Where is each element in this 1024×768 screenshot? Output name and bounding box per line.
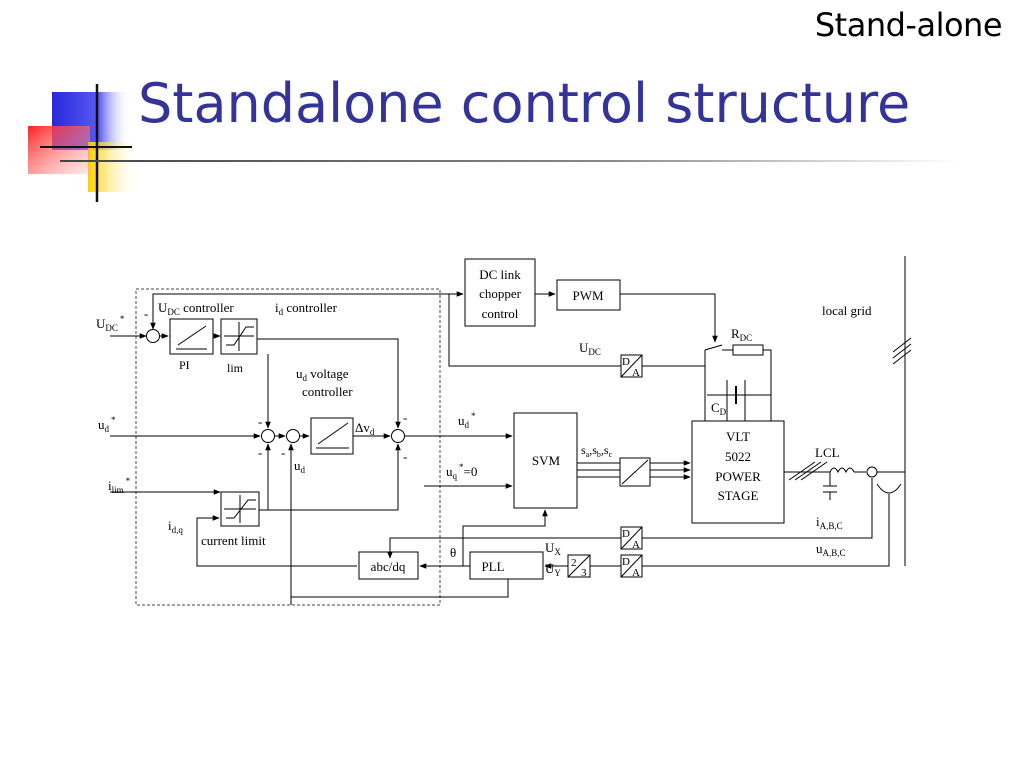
lcl-label: LCL (815, 445, 840, 460)
da-a-label: A (632, 539, 640, 551)
dc-link-label-1: DC link (479, 267, 521, 282)
cd-label: CD (711, 400, 727, 417)
minus-sign: - (281, 445, 285, 460)
udc-controller-label: UDC controller (158, 300, 234, 317)
ud-summing-junction-1 (261, 429, 275, 443)
dc-link-chopper-block (464, 258, 536, 327)
switch-signals-label: sa,sb,sc (581, 443, 613, 459)
section-label: Stand-alone (814, 6, 1003, 44)
svm-block (513, 412, 578, 509)
vlt-label-1: VLT (726, 429, 750, 444)
svm-label: SVM (532, 453, 561, 468)
vlt-label-2: 5022 (725, 449, 751, 464)
udc-meas-label: UDC (579, 340, 601, 357)
ux-label: UX (545, 540, 561, 557)
ud-voltage-label-2: controller (302, 384, 353, 399)
abc-dq-label: abc/dq (371, 559, 406, 574)
current-limit-label: current limit (201, 533, 266, 548)
ud-star-svm-label: ud* (458, 411, 476, 430)
rdc-label: RDC (731, 326, 752, 343)
uq-star-label: uq*=0 (446, 462, 477, 481)
dc-link-label-3: control (482, 306, 519, 321)
da-d-label: D (622, 556, 630, 568)
u-abc-label: uA,B,C (816, 541, 846, 558)
pi-label: PI (179, 358, 190, 372)
ud-voltage-label: ud voltage (296, 366, 349, 383)
vlt-label-4: STAGE (718, 488, 759, 503)
minus-sign: - (403, 449, 407, 464)
uy-label: UY (545, 561, 561, 578)
vlt-label-3: POWER (715, 469, 761, 484)
two-thirds-num: 2 (571, 557, 577, 569)
pwm-block (556, 279, 621, 311)
current-limit-block (220, 491, 260, 527)
da-a-label: A (632, 567, 640, 579)
ud-ref-label: ud* (98, 415, 116, 434)
ud-summing-junction-2 (286, 429, 300, 443)
ilim-ref-label: ilim* (108, 476, 131, 495)
delta-vd-label: Δvd (355, 420, 375, 437)
dc-link-label-2: chopper (479, 286, 522, 301)
udc-ref-label: UDC* (96, 314, 125, 333)
da-d-label: D (622, 356, 630, 368)
rdc-resistor (732, 344, 764, 356)
minus-sign: - (258, 445, 262, 460)
controller-frame (135, 288, 441, 606)
two-thirds-den: 3 (581, 567, 587, 579)
minus-sign: - (258, 414, 262, 429)
local-grid-label: local grid (822, 303, 872, 318)
abc-dq-block (358, 551, 419, 580)
udc-summing-junction (146, 329, 160, 343)
minus-sign: - (144, 306, 148, 321)
ud-feedback-label: ud (294, 458, 306, 475)
page-title: Standalone control structure (138, 72, 911, 135)
lim-block (220, 318, 258, 355)
pll-label: PLL (481, 559, 504, 574)
id-controller-label: id controller (275, 300, 338, 317)
title-divider (60, 160, 960, 162)
theta-label: θ (450, 545, 456, 560)
i-abc-label: iA,B,C (816, 514, 843, 531)
idq-label: id,q (168, 518, 183, 535)
slide-logo (28, 84, 140, 202)
ud-summing-junction-3 (391, 429, 405, 443)
minus-sign: - (403, 410, 407, 425)
lim-label: lim (227, 361, 244, 375)
optocoupler-block (619, 457, 651, 487)
da-d-label: D (622, 528, 630, 540)
da-a-label: A (632, 367, 640, 379)
pwm-label: PWM (572, 288, 604, 303)
